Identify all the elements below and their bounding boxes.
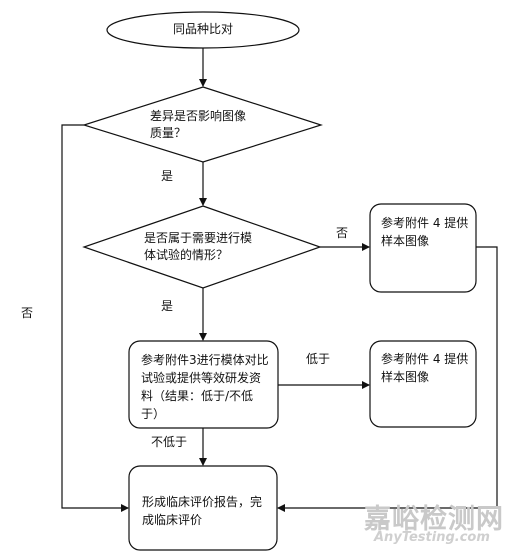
arrow-d1-no-to-end — [61, 124, 129, 512]
no-label-right: 否 — [336, 226, 349, 240]
decision1-label: 差异是否影响图像质量？ — [150, 109, 247, 140]
side1-box — [369, 203, 477, 293]
side1-label: 参考附件 4 提供样本图像 — [381, 216, 469, 248]
no-label-left: 否 — [21, 306, 34, 320]
watermark-en: AnyTesting.com — [374, 530, 490, 545]
arrow-side1-to-end — [277, 246, 498, 512]
lower-label: 低于 — [306, 352, 331, 366]
watermark-cn: 嘉峪检测网 — [364, 504, 504, 535]
end-label: 形成临床评价报告，完成临床评价 — [142, 495, 263, 527]
process1-label: 参考附件3进行模体对比试验或提供等效研发资料（结果：低于/不低于） — [141, 353, 269, 421]
decision2-label: 是否属于需要进行模体试验的情形？ — [144, 231, 253, 262]
start-label: 同品种比对 — [172, 22, 233, 36]
yes-label-2: 是 — [161, 299, 174, 313]
yes-label-1: 是 — [161, 169, 174, 183]
side2-label: 参考附件 4 提供样本图像 — [381, 352, 469, 384]
not-lower-label: 不低于 — [151, 435, 188, 449]
side2-box — [369, 340, 477, 428]
